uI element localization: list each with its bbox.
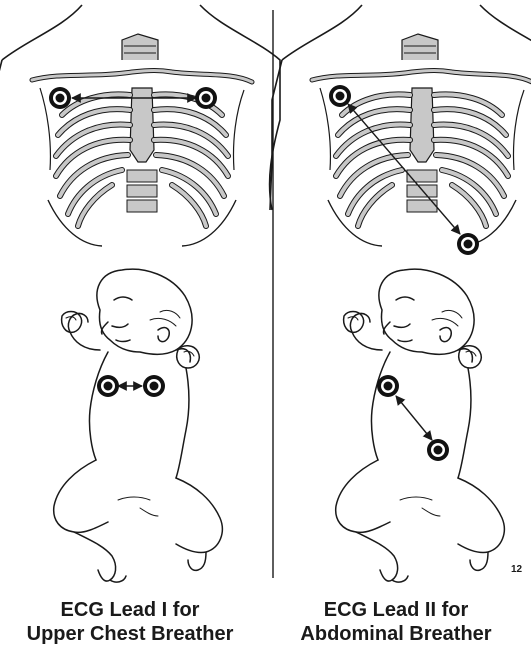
panel-lead-two (270, 5, 531, 582)
electrode-chest-right (195, 87, 217, 109)
electrode-infant-left-chest (97, 375, 119, 397)
infant-illustration-left (54, 269, 223, 582)
caption-lead-one-line2: Upper Chest Breather (0, 622, 260, 646)
electrode-infant-right-chest (143, 375, 165, 397)
ribcage-illustration-right (270, 5, 531, 246)
panel-lead-one (0, 5, 280, 582)
electrode-chest-lower-left (457, 233, 479, 255)
electrode-infant-abdomen (427, 439, 449, 461)
lead-two-infant-arrow (396, 396, 432, 440)
caption-lead-one: ECG Lead I for Upper Chest Breather (0, 598, 260, 646)
caption-lead-two-line1: ECG Lead II for (266, 598, 526, 622)
caption-lead-one-line1: ECG Lead I for (0, 598, 260, 622)
electrode-chest-left (49, 87, 71, 109)
electrode-infant-upper-chest (377, 375, 399, 397)
figure-number: 12 (511, 564, 522, 575)
ribcage-illustration-left (0, 5, 280, 246)
caption-lead-two-line2: Abdominal Breather (266, 622, 526, 646)
caption-lead-two: ECG Lead II for Abdominal Breather (266, 598, 526, 646)
electrode-chest-upper-right (329, 85, 351, 107)
